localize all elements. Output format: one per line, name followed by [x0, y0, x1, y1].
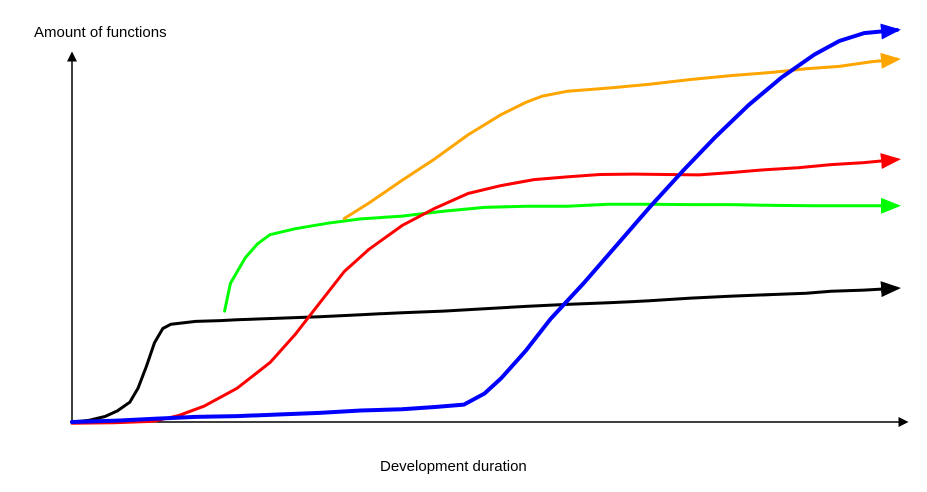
- series-line-2: [223, 197, 901, 313]
- series-line-3: [342, 52, 901, 220]
- x-axis-label: Development duration: [380, 458, 527, 475]
- series-line-5: [70, 23, 901, 424]
- series-line-1: [70, 281, 901, 424]
- series-layer: [70, 23, 901, 425]
- y-axis-label: Amount of functions: [34, 24, 167, 41]
- series-line-4: [70, 153, 901, 425]
